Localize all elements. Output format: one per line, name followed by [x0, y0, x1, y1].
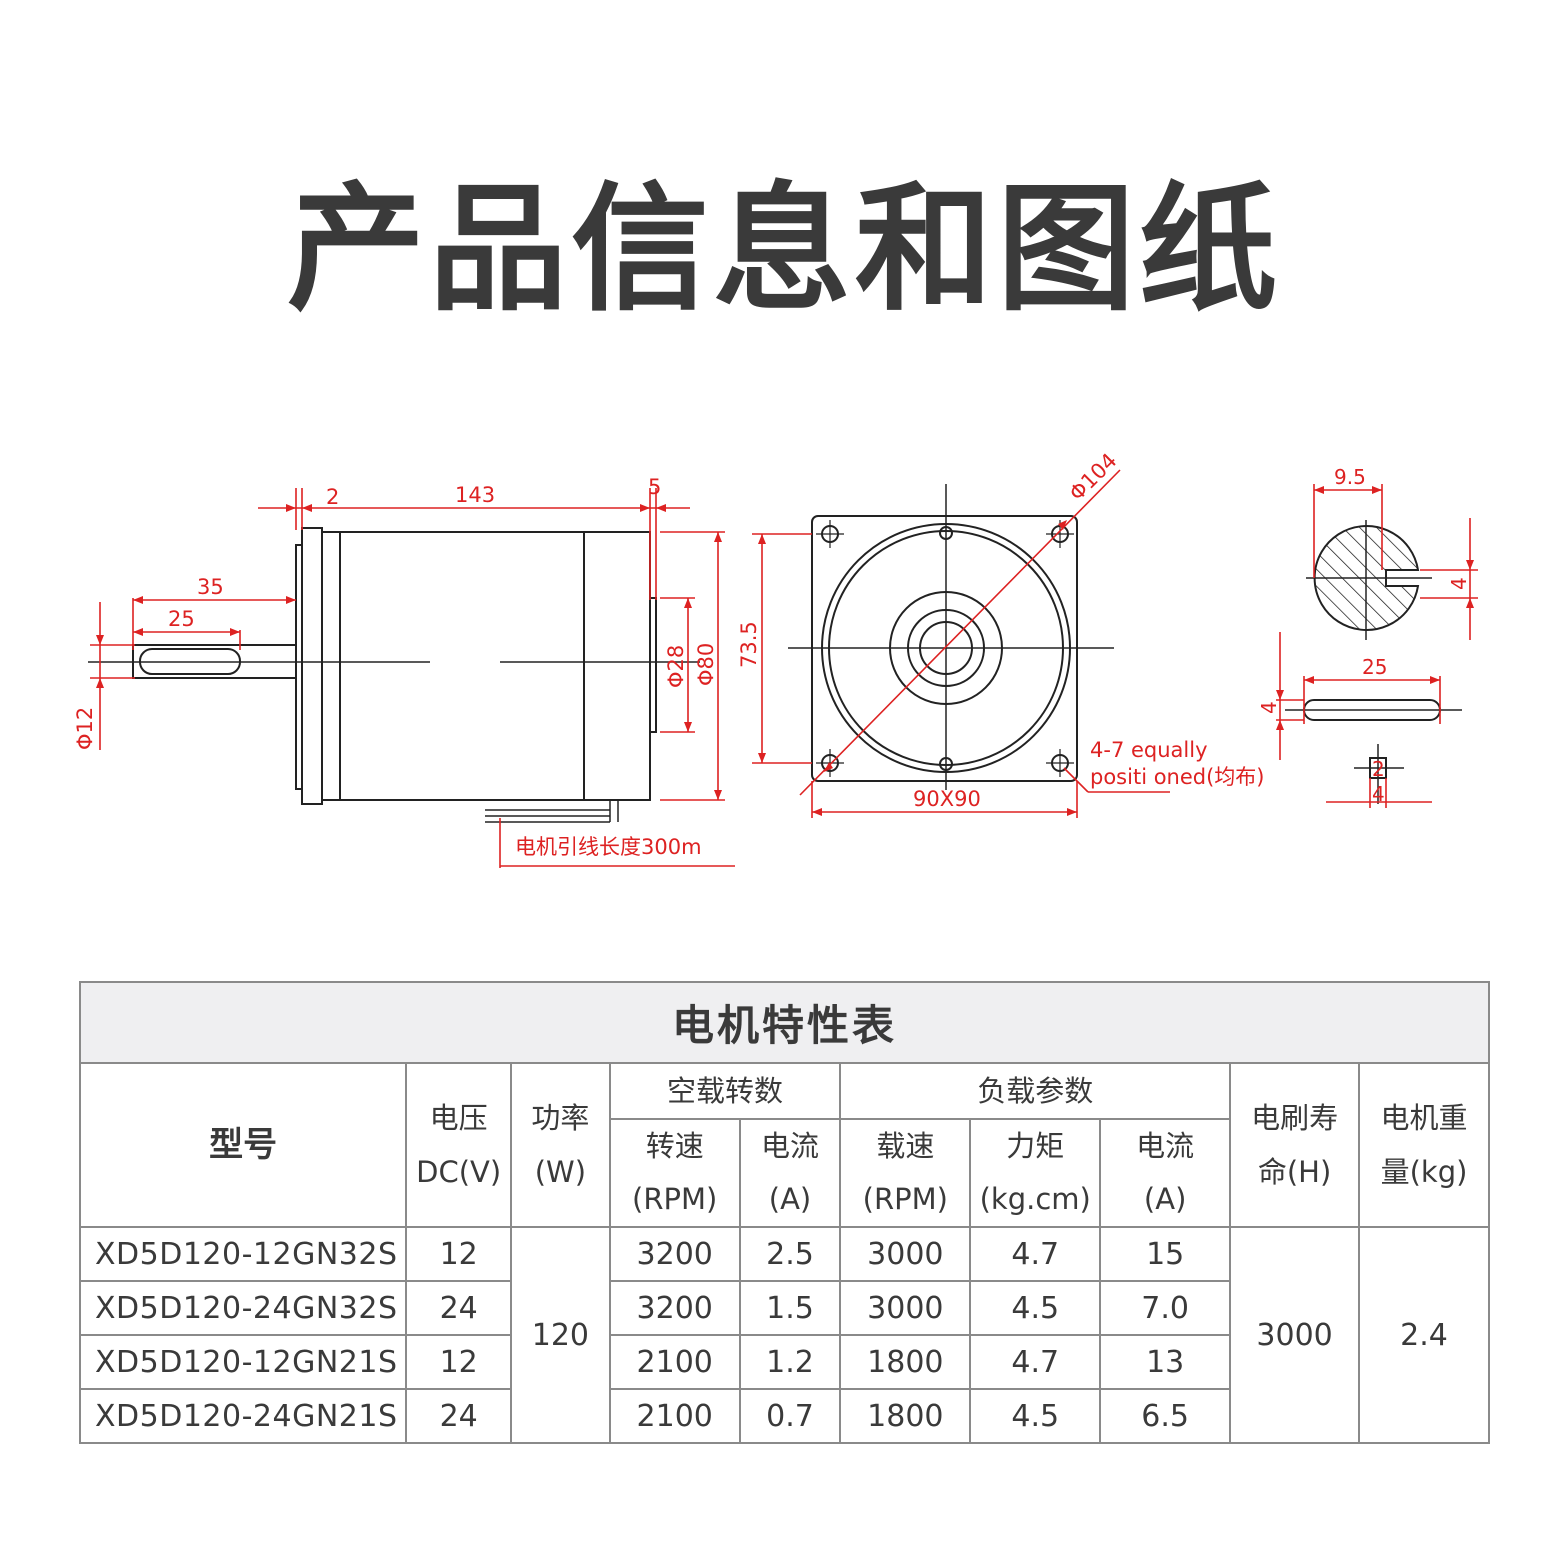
- cell-nl-speed: 3200: [608, 1226, 741, 1282]
- cell-nl-current: 1.5: [738, 1280, 842, 1336]
- dim-rear: 5: [648, 475, 661, 499]
- cell-l-speed: 1800: [839, 1334, 972, 1390]
- header-brush-line2: 命(H): [1257, 1155, 1332, 1189]
- header-brush-line1: 电刷寿: [1251, 1101, 1339, 1135]
- cell-l-current: 6.5: [1099, 1388, 1232, 1444]
- header-load: 负载参数: [839, 1062, 1232, 1120]
- cell-l-current: 7.0: [1099, 1280, 1232, 1336]
- cell-nl-speed: 2100: [608, 1388, 741, 1444]
- header-voltage-line1: 电压: [429, 1101, 488, 1135]
- header-nl-current-line2: (A): [768, 1182, 812, 1216]
- table-row: XD5D120-12GN21S 12 2100 1.2 1800 4.7 13: [78, 1334, 1489, 1390]
- cell-torque: 4.5: [969, 1388, 1102, 1444]
- side-view-outline: [88, 527, 700, 823]
- cell-voltage: 12: [405, 1334, 513, 1390]
- cell-nl-speed: 3200: [608, 1280, 741, 1336]
- header-nl-current: 电流 (A): [738, 1118, 842, 1228]
- header-power-line1: 功率: [531, 1101, 590, 1135]
- cell-nl-current: 1.2: [738, 1334, 842, 1390]
- cell-l-speed: 1800: [839, 1388, 972, 1444]
- holes-note-line1: 4-7 equally: [1090, 738, 1208, 762]
- motor-dimension-drawing: 2 143 5 35 25 Φ12 Φ28 Φ80 电机引线长度300m: [73, 449, 1478, 868]
- header-torque-line1: 力矩: [1006, 1129, 1065, 1163]
- header-voltage-line2: DC(V): [416, 1155, 502, 1189]
- table-caption: 电机特性表: [79, 981, 1490, 1064]
- header-torque-line2: (kg.cm): [979, 1182, 1091, 1216]
- header-nl-speed-line1: 转速: [645, 1129, 704, 1163]
- header-l-speed: 载速 (RPM): [839, 1118, 972, 1228]
- table-row: XD5D120-24GN32S 24 3200 1.5 3000 4.5 7.0: [78, 1280, 1489, 1336]
- header-torque: 力矩 (kg.cm): [969, 1118, 1102, 1228]
- dim-key-length: 25: [168, 607, 195, 631]
- cell-l-current: 13: [1099, 1334, 1232, 1390]
- cell-nl-current: 2.5: [738, 1226, 842, 1282]
- dim-center-height: 73.5: [737, 621, 761, 668]
- cell-torque: 4.5: [969, 1280, 1102, 1336]
- header-brush-life: 电刷寿命(H): [1229, 1062, 1361, 1228]
- header-nl-current-line1: 电流: [761, 1129, 820, 1163]
- shaft-arrows: [1276, 486, 1474, 730]
- header-voltage: 电压 DC(V): [405, 1062, 513, 1228]
- page-title: 产品信息和图纸: [286, 169, 1281, 330]
- header-l-current-line1: 电流: [1136, 1129, 1195, 1163]
- cell-voltage: 24: [405, 1280, 513, 1336]
- dim-boss-diameter: Φ28: [664, 645, 688, 688]
- cell-torque: 4.7: [969, 1226, 1102, 1282]
- dim-key-length-detail: 25: [1362, 655, 1387, 679]
- cell-l-current: 15: [1099, 1226, 1232, 1282]
- cell-voltage: 24: [405, 1388, 513, 1444]
- dim-key-depth: 4: [1447, 577, 1471, 590]
- header-weight-line2: 量(kg): [1380, 1155, 1468, 1189]
- cell-l-speed: 3000: [839, 1226, 972, 1282]
- cell-model: XD5D120-24GN32S: [78, 1280, 408, 1336]
- cell-l-speed: 3000: [839, 1280, 972, 1336]
- side-view-dimensions: [90, 488, 735, 868]
- header-l-speed-line2: (RPM): [862, 1182, 948, 1216]
- motor-characteristics-table: 电机特性表 型号 电压 DC(V) 功率 (W) 空载转数 负载参数 电刷寿命(H)…: [78, 981, 1490, 1444]
- cell-nl-speed: 2100: [608, 1334, 741, 1390]
- dim-flange: 2: [326, 485, 339, 509]
- dim-body-diameter: Φ80: [694, 643, 718, 686]
- cell-voltage: 12: [405, 1226, 513, 1282]
- header-l-speed-line1: 载速: [876, 1129, 935, 1163]
- cell-torque: 4.7: [969, 1334, 1102, 1390]
- header-no-load: 空载转数: [608, 1062, 842, 1120]
- dim-key-width-a: 2: [1372, 757, 1385, 781]
- dim-shaft-flat: 9.5: [1334, 465, 1366, 489]
- front-view-outline: [788, 484, 1114, 790]
- header-nl-speed-line2: (RPM): [632, 1182, 718, 1216]
- dim-shaft-diameter: Φ12: [73, 707, 97, 750]
- header-nl-speed: 转速 (RPM): [608, 1118, 741, 1228]
- dim-shaft-total: 35: [197, 575, 224, 599]
- header-l-current: 电流 (A): [1099, 1118, 1232, 1228]
- cell-weight: 2.4: [1358, 1226, 1490, 1444]
- table-row: XD5D120-24GN21S 24 2100 0.7 1800 4.5 6.5: [78, 1388, 1489, 1444]
- holes-note-line2: positi oned(均布): [1090, 765, 1265, 789]
- header-model: 型号: [78, 1062, 408, 1228]
- cell-model: XD5D120-12GN21S: [78, 1334, 408, 1390]
- cell-nl-current: 0.7: [738, 1388, 842, 1444]
- cell-brush-life: 3000: [1229, 1226, 1361, 1444]
- dim-square-flange: 90X90: [913, 787, 981, 811]
- header-power: 功率 (W): [510, 1062, 611, 1228]
- cell-model: XD5D120-12GN32S: [78, 1226, 408, 1282]
- header-weight-line1: 电机重: [1380, 1101, 1468, 1135]
- header-weight: 电机重量(kg): [1358, 1062, 1490, 1228]
- dim-body-length: 143: [455, 483, 495, 507]
- shaft-section-outline: [1306, 520, 1432, 640]
- dim-key-width-b: 4: [1372, 782, 1385, 806]
- lead-length-note: 电机引线长度300m: [515, 835, 702, 859]
- table-row: XD5D120-12GN32S 12 120 3200 2.5 3000 4.7…: [78, 1226, 1490, 1444]
- cell-model: XD5D120-24GN21S: [78, 1388, 408, 1444]
- side-arrows: [96, 504, 722, 800]
- header-power-line2: (W): [534, 1155, 587, 1189]
- dim-key-height: 4: [1257, 701, 1281, 714]
- cell-power: 120: [510, 1226, 611, 1444]
- front-arrows: [758, 520, 1077, 816]
- header-l-current-line2: (A): [1143, 1182, 1187, 1216]
